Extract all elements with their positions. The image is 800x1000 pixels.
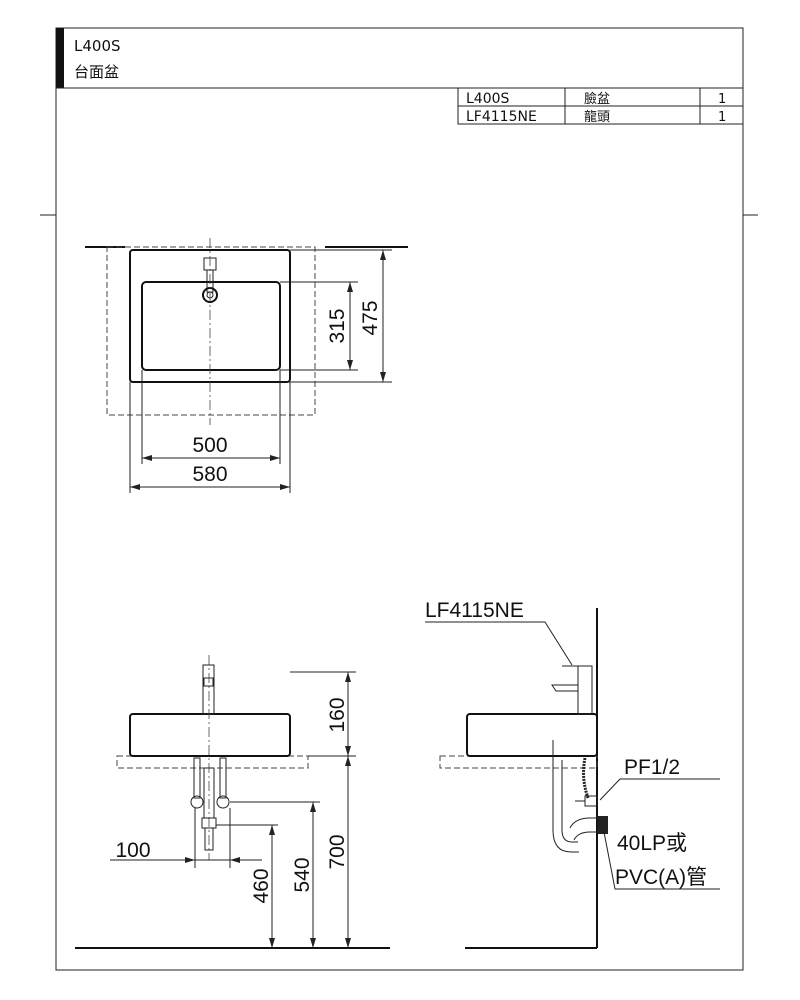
supply-label: PF1/2	[624, 756, 680, 779]
table-cell-qty: 1	[718, 110, 726, 125]
dim-drain-height: 540	[291, 857, 314, 892]
dim-outlet-height: 460	[250, 868, 273, 903]
drain-label-1: 40LP或	[617, 832, 687, 855]
side-view: LF4115NE PF1/2 40LP或 PVC(A)管	[425, 599, 720, 949]
dim-bowl-width: 500	[192, 434, 227, 457]
drain-label-2: PVC(A)管	[615, 866, 707, 889]
dim-basin-height: 160	[326, 697, 349, 732]
dim-counter-height: 700	[326, 834, 349, 869]
table-cell-model: LF4115NE	[466, 109, 537, 125]
faucet-label: LF4115NE	[425, 599, 524, 622]
table-cell-part: 臉盆	[584, 92, 610, 107]
dim-supply-spacing: 100	[115, 839, 150, 862]
header-name: 台面盆	[74, 63, 119, 81]
table-cell-model: L400S	[466, 91, 510, 107]
parts-table: L400S 臉盆 1 LF4115NE 龍頭 1	[457, 87, 744, 125]
front-view: 160 700 540 460 100	[75, 655, 390, 949]
header-model: L400S	[74, 37, 121, 55]
dim-depth: 475	[359, 300, 382, 335]
sheet-frame	[55, 27, 744, 971]
table-cell-qty: 1	[718, 92, 726, 107]
header-bar	[56, 28, 64, 88]
table-cell-part: 龍頭	[584, 109, 610, 125]
dim-bowl-depth: 315	[326, 308, 349, 343]
top-view: 475 315 500 580	[85, 238, 408, 493]
dim-width: 580	[192, 463, 227, 486]
